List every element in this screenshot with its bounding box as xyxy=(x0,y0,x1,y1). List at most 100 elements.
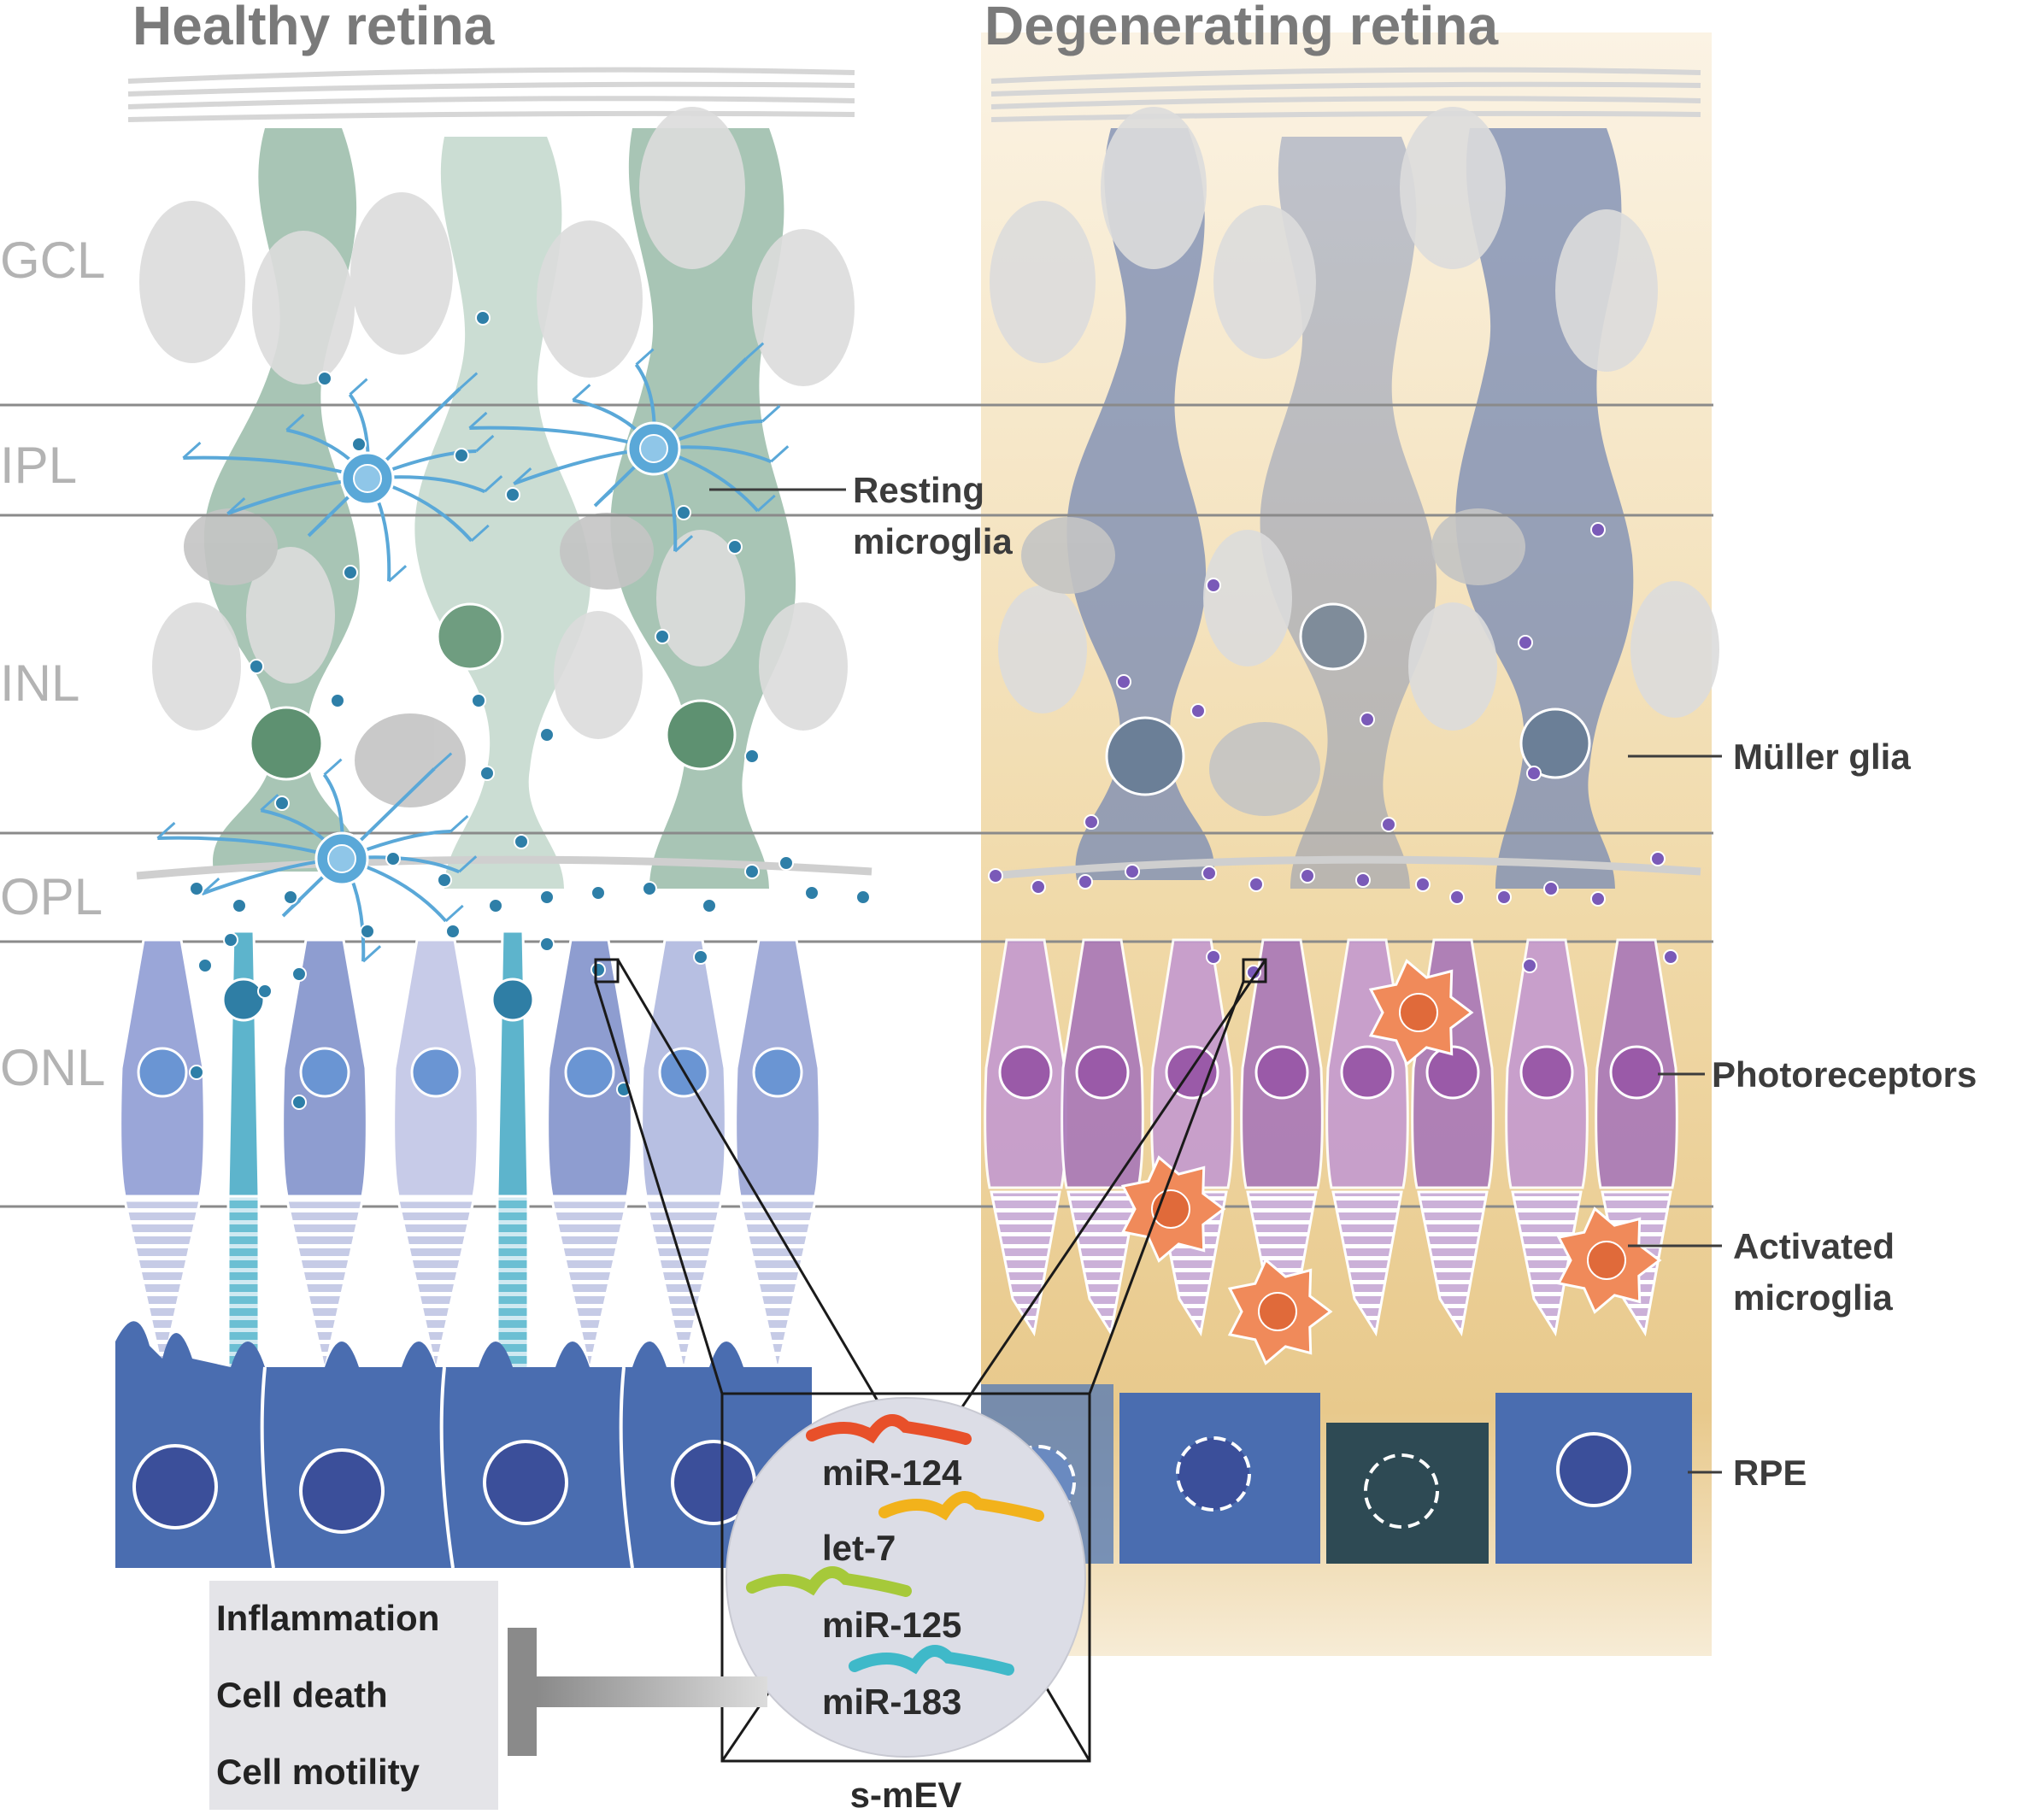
vesicle-dot xyxy=(539,727,555,743)
vesicle-dot xyxy=(360,924,375,939)
callout-leaders xyxy=(709,488,1722,1474)
mirna-label-1: miR-124 xyxy=(822,1453,962,1493)
vesicle-dot xyxy=(1084,814,1099,830)
vesicle-dot xyxy=(1415,877,1431,892)
vesicle-dot xyxy=(1206,578,1221,593)
mirna-label-2: let-7 xyxy=(822,1528,896,1568)
effects-box: Inflammation Cell death Cell motility xyxy=(209,1581,498,1810)
inhibition-arrow xyxy=(508,1628,767,1756)
vesicle-dot xyxy=(1125,864,1140,879)
activated-microglia-cell xyxy=(1556,1206,1662,1314)
title-healthy: Healthy retina xyxy=(132,0,495,56)
layer-label-inl: INL xyxy=(0,655,79,712)
layer-label-gcl: GCL xyxy=(0,232,105,289)
vesicle-dot xyxy=(744,864,760,879)
vesicle-dot xyxy=(505,487,520,502)
vesicle-dot xyxy=(1590,522,1606,537)
ganglion-cells xyxy=(139,107,1719,816)
vesicle-dot xyxy=(189,1065,204,1080)
vesicle-dot xyxy=(189,881,204,896)
vesicle-dot xyxy=(1650,851,1666,866)
vesicle-dot xyxy=(1249,877,1264,892)
resting-microglia-cell xyxy=(182,372,503,583)
vesicle-dot xyxy=(539,889,555,905)
vesicle-dot xyxy=(1355,872,1371,888)
vesicle-dot xyxy=(343,565,358,580)
vesicle-dot xyxy=(454,448,469,463)
vesicle-dot xyxy=(351,437,367,452)
vesicle-label: s-mEV xyxy=(850,1775,962,1815)
photoreceptor-healthy xyxy=(546,938,633,1372)
vesicle-dot xyxy=(804,885,820,901)
vesicle-dot xyxy=(1663,949,1678,965)
vesicle-dot xyxy=(1381,817,1396,832)
photoreceptor-healthy xyxy=(119,938,206,1372)
label-photoreceptors: Photoreceptors xyxy=(1712,1054,1977,1095)
mirna-label-3: miR-125 xyxy=(822,1605,961,1645)
vesicle-dot xyxy=(642,881,657,896)
vesicle-dot xyxy=(1078,874,1093,889)
vesicle-dot xyxy=(475,310,491,326)
photoreceptor-degenerating xyxy=(1240,938,1324,1337)
photoreceptor-degenerating xyxy=(1061,938,1144,1337)
layer-labels: GCL IPL INL OPL ONL xyxy=(0,232,105,1096)
label-rpe: RPE xyxy=(1733,1453,1807,1493)
vesicle-dot xyxy=(539,936,555,952)
effect-cell-motility: Cell motility xyxy=(216,1752,420,1792)
vesicle-dot xyxy=(1496,889,1512,905)
vesicle-dot xyxy=(223,932,238,948)
photoreceptors-healthy xyxy=(119,930,821,1412)
vesicle-dot xyxy=(232,898,247,913)
photoreceptor-healthy xyxy=(221,930,266,1412)
vesicle-dot xyxy=(479,766,495,781)
vesicle-dot xyxy=(655,629,670,644)
photoreceptor-degenerating xyxy=(1150,938,1234,1337)
vesicle-dot xyxy=(1202,866,1217,881)
mirna-strands xyxy=(746,1414,1044,1676)
label-resting-microglia-1: Resting xyxy=(853,470,984,510)
vesicle-dot xyxy=(445,924,461,939)
rpe-healthy xyxy=(115,1321,812,1569)
vesicle-dot xyxy=(1449,889,1465,905)
vesicle-dot xyxy=(988,868,1003,884)
label-activated-microglia-2: microglia xyxy=(1733,1277,1893,1318)
layer-label-opl: OPL xyxy=(0,868,103,925)
vesicle-dot xyxy=(471,693,486,708)
photoreceptor-healthy xyxy=(491,930,535,1412)
vesicle-dot xyxy=(1190,703,1206,719)
vesicle-dot xyxy=(317,371,332,386)
vesicle-dot xyxy=(1031,879,1046,895)
title-degenerating: Degenerating retina xyxy=(984,0,1498,56)
vesicle-dot xyxy=(1543,881,1559,896)
photoreceptor-healthy xyxy=(734,938,821,1372)
vesicle-dot xyxy=(693,949,708,965)
vesicle-dot xyxy=(291,1095,307,1110)
vesicle-dot xyxy=(1116,674,1131,690)
label-activated-microglia-1: Activated xyxy=(1733,1226,1895,1266)
effect-cell-death: Cell death xyxy=(216,1675,388,1715)
vesicle-dot xyxy=(1590,891,1606,907)
mirna-strand xyxy=(806,1414,972,1445)
activated-microglia-cell xyxy=(1227,1258,1333,1365)
vesicle-dot xyxy=(702,898,717,913)
resting-microglia-cells xyxy=(156,342,790,963)
vesicle-dot xyxy=(437,872,452,888)
photoreceptor-healthy xyxy=(392,938,479,1372)
effect-inflammation: Inflammation xyxy=(216,1598,439,1638)
layer-boundaries xyxy=(0,403,1713,1208)
vesicle-dot xyxy=(257,983,273,999)
vesicle-dot xyxy=(274,796,290,811)
vesicle-dot xyxy=(1526,766,1542,781)
mirna-strand xyxy=(878,1491,1044,1522)
photoreceptor-healthy xyxy=(281,938,368,1372)
vesicle-dots xyxy=(189,310,1678,1110)
vesicle-dot xyxy=(385,851,401,866)
vesicle-dot xyxy=(249,659,264,674)
label-muller-glia: Müller glia xyxy=(1733,737,1911,777)
nerve-fiber-layer xyxy=(127,67,1701,122)
vesicle-dot xyxy=(778,855,794,871)
vesicle: miR-124 let-7 miR-125 miR-183 s-mEV xyxy=(726,1397,1086,1815)
vesicle-dot xyxy=(1360,712,1375,727)
vesicle-dot xyxy=(1522,958,1537,973)
